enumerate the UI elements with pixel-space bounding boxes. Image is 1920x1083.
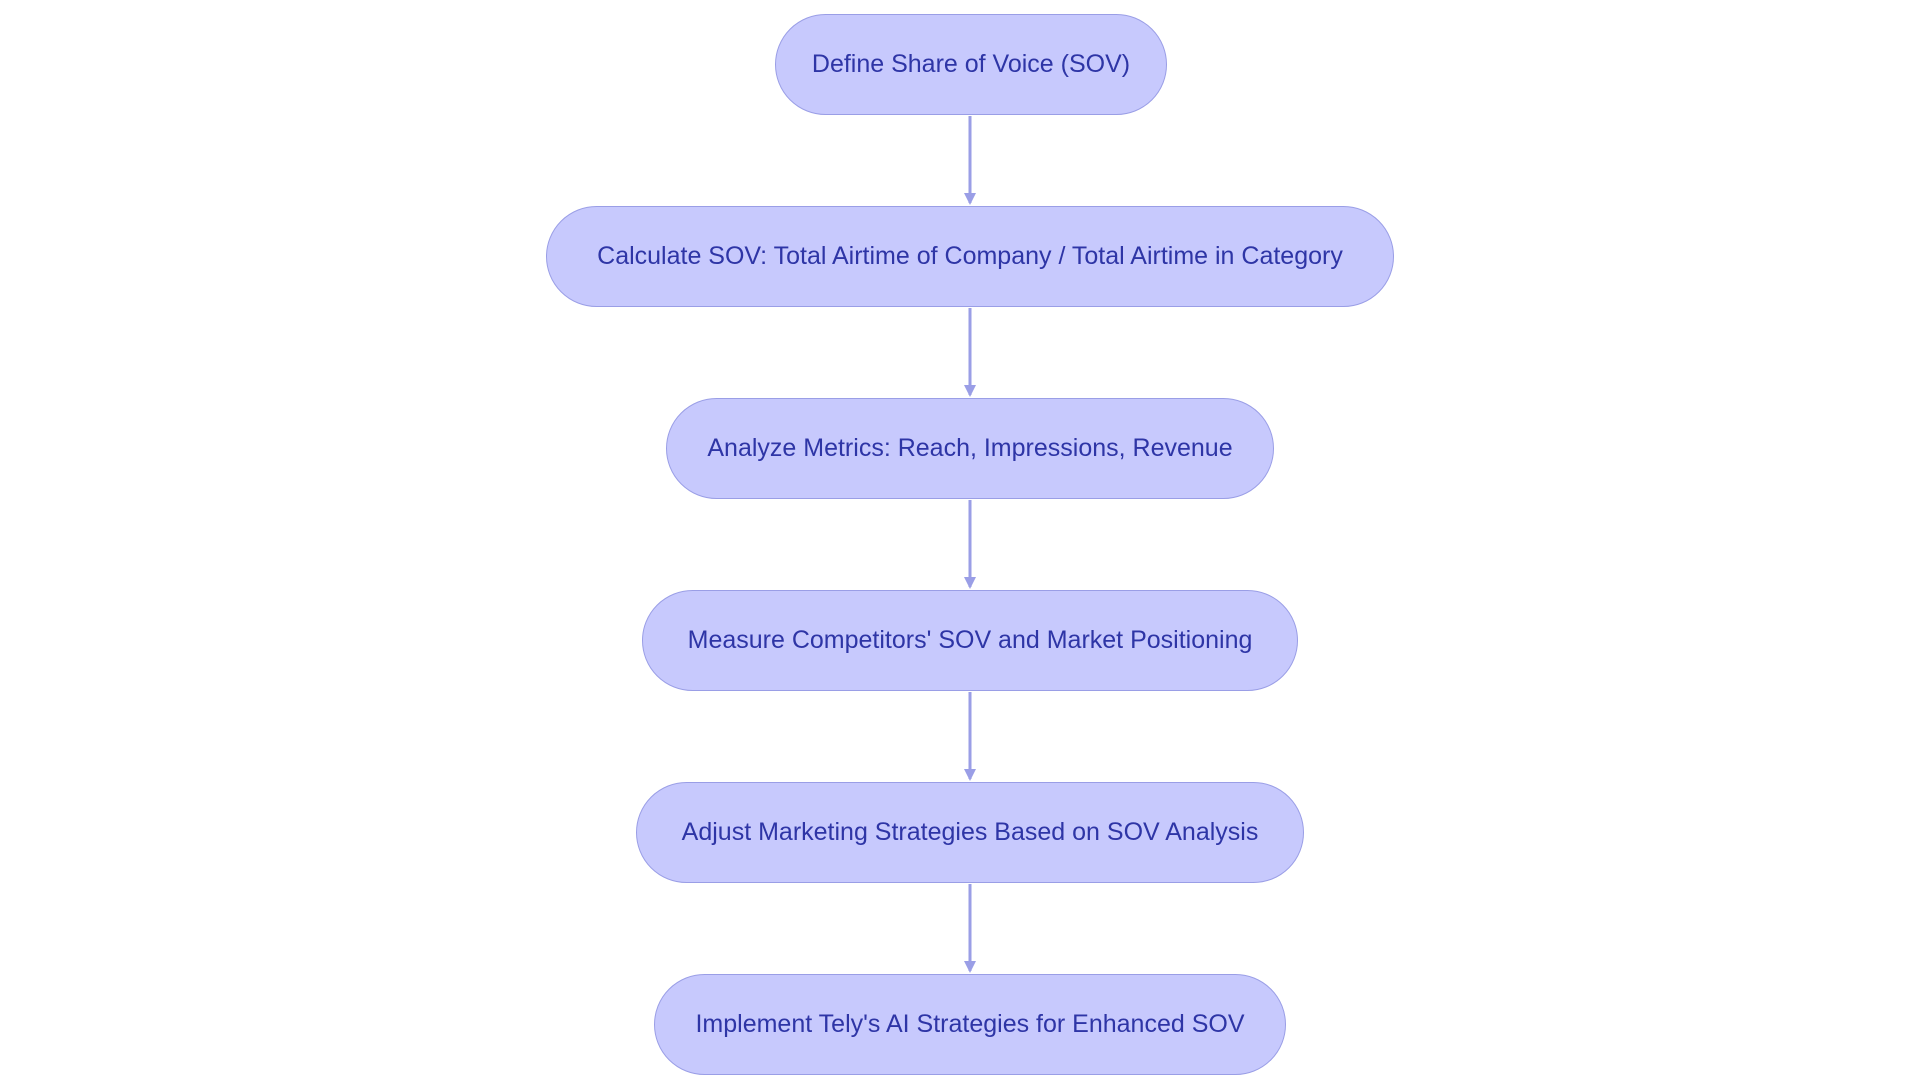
node-define-sov: Define Share of Voice (SOV) xyxy=(775,14,1167,115)
node-measure-competitors: Measure Competitors' SOV and Market Posi… xyxy=(642,590,1298,691)
node-adjust-strategies: Adjust Marketing Strategies Based on SOV… xyxy=(636,782,1304,883)
node-calculate-sov: Calculate SOV: Total Airtime of Company … xyxy=(546,206,1394,307)
node-implement-ai: Implement Tely's AI Strategies for Enhan… xyxy=(654,974,1286,1075)
node-analyze-metrics: Analyze Metrics: Reach, Impressions, Rev… xyxy=(666,398,1274,499)
